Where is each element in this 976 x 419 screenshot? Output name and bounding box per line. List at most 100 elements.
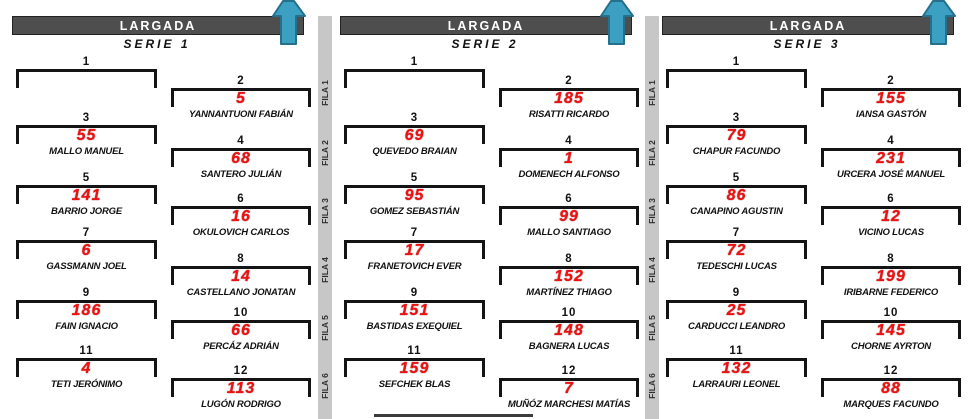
car-number — [669, 72, 804, 88]
car-number: 95 — [404, 187, 425, 204]
fila-row-label: FILA 5 — [320, 315, 330, 341]
grid-slot-bracket: 66 — [171, 320, 311, 339]
grid-slot-bracket: 55 — [16, 125, 157, 144]
fila-row-label: FILA 1 — [647, 80, 657, 106]
serie-3-title: SERIE 3 — [773, 37, 841, 51]
grid-slot-bracket: 12 — [821, 206, 961, 225]
grid-position-number: 6 — [887, 193, 895, 205]
fila-row-label: FILA 3 — [320, 198, 330, 224]
grid-slot-bracket: 16 — [171, 206, 311, 225]
largada-label: LARGADA — [447, 18, 525, 33]
grid-slot-bracket: 69 — [344, 125, 485, 144]
grid-position-number: 8 — [887, 253, 895, 265]
driver-name: FRANETOVICH EVER — [367, 261, 462, 272]
fila-row-label: FILA 5 — [647, 315, 657, 341]
grid-position-number: 2 — [887, 75, 895, 87]
driver-name: IANSA GASTÓN — [855, 109, 927, 120]
car-number: 72 — [726, 242, 747, 259]
grid-slot-bracket: 79 — [666, 125, 807, 144]
grid-position-number: 3 — [410, 112, 419, 124]
grid-slot-bracket: 141 — [16, 185, 157, 204]
largada-label: LARGADA — [769, 18, 847, 33]
grid-position-number: 5 — [410, 172, 419, 184]
grid-cell: 1 — [344, 55, 485, 90]
driver-name: CANAPINO AGUSTIN — [690, 206, 783, 217]
grid-position-number: 6 — [237, 193, 245, 205]
driver-name: LUGÓN RODRIGO — [201, 399, 281, 410]
grid-slot-bracket: 185 — [499, 88, 639, 107]
grid-position-number: 4 — [887, 135, 895, 147]
driver-name: OKULOVICH CARLOS — [192, 227, 290, 238]
grid-slot-bracket: 72 — [666, 240, 807, 259]
grid-slot-bracket: 6 — [16, 240, 157, 259]
grid-slot-bracket: 199 — [821, 266, 961, 285]
car-number: 185 — [554, 90, 584, 107]
grid-position-number: 12 — [883, 365, 899, 377]
driver-name: CHORNE AYRTON — [851, 341, 931, 352]
grid-slot-bracket: 113 — [171, 378, 311, 397]
car-number: 66 — [231, 322, 251, 339]
car-number: 186 — [71, 302, 102, 319]
grid-slot-bracket: 151 — [344, 300, 485, 319]
grid-position-number: 7 — [732, 227, 741, 239]
serie-1-title: SERIE 1 — [123, 37, 191, 51]
driver-name: PERCÁZ ADRIÁN — [203, 341, 279, 352]
grid-slot-bracket: 152 — [499, 266, 639, 285]
grid-position-number: 8 — [565, 253, 573, 265]
car-number: 79 — [726, 127, 747, 144]
driver-name: IRIBARNE FEDERICO — [843, 287, 939, 298]
driver-name: CARDUCCI LEANDRO — [687, 321, 786, 332]
fila-row-label: FILA 2 — [647, 140, 657, 166]
direction-up-arrow-icon — [922, 0, 956, 45]
fila-row-label: FILA 6 — [647, 373, 657, 399]
car-number: 152 — [554, 268, 584, 285]
grid-slot-bracket — [344, 69, 485, 88]
driver-name: GOMEZ SEBASTIÁN — [369, 206, 460, 217]
grid-position-number: 5 — [732, 172, 741, 184]
car-number: 159 — [399, 360, 430, 377]
driver-name: SANTERO JULIÁN — [200, 169, 282, 180]
driver-name: GASSMANN JOEL — [46, 261, 127, 272]
grid-position-number: 11 — [407, 345, 422, 357]
car-number — [19, 72, 154, 88]
grid-slot-bracket: 7 — [499, 378, 639, 397]
grid-slot-bracket: 186 — [16, 300, 157, 319]
driver-name: CHAPUR FACUNDO — [692, 146, 781, 157]
grid-position-number: 7 — [82, 227, 91, 239]
car-number: 145 — [876, 322, 906, 339]
car-number: 199 — [876, 268, 906, 285]
grid-slot-bracket — [666, 69, 807, 88]
driver-name: TEDESCHI LUCAS — [696, 261, 777, 272]
car-number: 88 — [881, 380, 901, 397]
grid-position-number: 4 — [565, 135, 573, 147]
grid-slot-bracket: 25 — [666, 300, 807, 319]
largada-bar: LARGADA — [12, 16, 304, 35]
fila-row-label: FILA 1 — [320, 80, 330, 106]
grid-position-number: 1 — [732, 56, 741, 68]
direction-up-arrow-icon — [272, 0, 306, 45]
driver-name: BASTIDAS EXEQUIEL — [366, 321, 463, 332]
car-number: 231 — [876, 150, 906, 167]
largada-label: LARGADA — [119, 18, 197, 33]
car-number: 113 — [226, 380, 256, 397]
direction-up-arrow-icon — [600, 0, 634, 45]
car-number: 5 — [236, 90, 246, 107]
